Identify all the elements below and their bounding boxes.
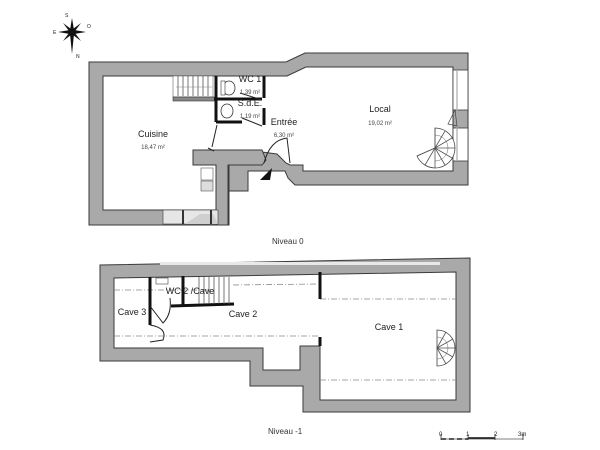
- level-minus-1-title: Niveau -1: [268, 427, 303, 436]
- room-label-sde: S.d.E.: [238, 98, 263, 108]
- room-area-entree: 6,30 m²: [274, 133, 294, 139]
- room-area-wc1: 1,39 m²: [240, 90, 260, 96]
- entry-arrow-icon: [260, 168, 272, 180]
- room-label-wc1: WC 1: [239, 74, 262, 84]
- room-area-local: 19,02 m²: [368, 121, 392, 127]
- scale-tick-2: 2: [494, 432, 498, 438]
- compass-west-label: O: [87, 24, 91, 30]
- level-0-plan: Cuisine 18,47 m² WC 1 1,39 m² S.d.E. 1,1…: [88, 52, 469, 246]
- staircase-level-0: [172, 75, 214, 98]
- spiral-staircase-level-minus-1: [436, 329, 456, 367]
- room-label-local: Local: [369, 104, 391, 114]
- compass-north-label: N: [76, 54, 80, 60]
- room-label-cave1: Cave 1: [375, 322, 404, 332]
- scale-tick-0: 0: [439, 432, 443, 438]
- room-label-entree: Entrée: [271, 117, 298, 127]
- toilet-icon-level-minus-1: [155, 277, 169, 285]
- scale-tick-3: 3m: [518, 432, 526, 438]
- room-label-cave2: Cave 2: [229, 309, 258, 319]
- level-0-interior: [102, 66, 454, 211]
- room-label-cuisine: Cuisine: [138, 129, 168, 139]
- scale-bar: 0 1 2 3m: [439, 432, 526, 440]
- sink-icon: [220, 103, 234, 119]
- spiral-staircase-level-0: [416, 127, 456, 169]
- room-label-wc2-cave: WC 2 /Cave: [166, 286, 215, 296]
- compass-south-label: S: [65, 13, 69, 19]
- level-0-title: Niveau 0: [272, 237, 304, 246]
- room-area-cuisine: 18,47 m²: [141, 145, 165, 151]
- compass-east-label: E: [53, 30, 57, 36]
- compass-rose-icon: S O E N: [53, 13, 91, 60]
- entrance-door: [263, 137, 291, 164]
- level-minus-1-plan: WC 2 /Cave Cave 3 Cave 2 Cave 1 Niveau -…: [99, 257, 471, 436]
- scale-tick-1: 1: [466, 432, 470, 438]
- staircase-level-minus-1: [198, 277, 230, 304]
- kitchen-counter-wall: [192, 149, 267, 226]
- room-area-sde: 1,19 m²: [240, 114, 260, 120]
- cooktop-icon: [200, 167, 214, 181]
- room-label-cave3: Cave 3: [118, 307, 147, 317]
